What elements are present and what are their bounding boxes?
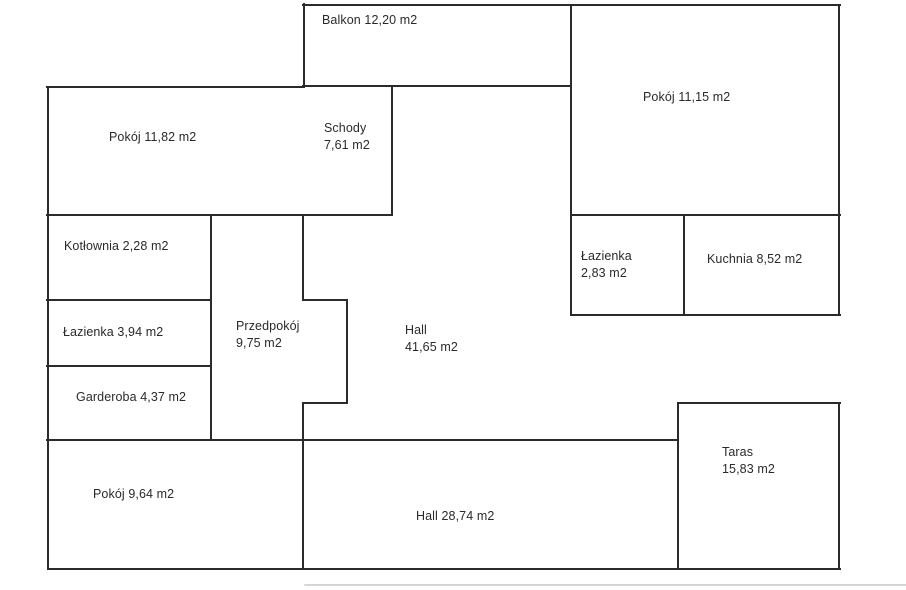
room-area-taras[interactable] bbox=[678, 403, 840, 569]
room-label-line: Balkon 12,20 m2 bbox=[322, 13, 418, 27]
room-area-schody[interactable] bbox=[303, 86, 392, 215]
room-label-pokoj-11-82: Pokój 11,82 m2 bbox=[109, 129, 196, 146]
room-label-lazienka-3-94: Łazienka 3,94 m2 bbox=[63, 324, 163, 341]
wall-group bbox=[46, 3, 841, 570]
room-fill-group bbox=[47, 4, 840, 569]
room-label-line: Łazienka bbox=[581, 249, 632, 263]
room-label-line: Kotłownia 2,28 m2 bbox=[64, 239, 169, 253]
room-label-balkon: Balkon 12,20 m2 bbox=[322, 12, 417, 29]
room-label-garderoba: Garderoba 4,37 m2 bbox=[76, 389, 186, 406]
room-label-hall-41-65: Hall 41,65 m2 bbox=[405, 322, 458, 356]
room-label-pokoj-11-15: Pokój 11,15 m2 bbox=[643, 89, 730, 106]
room-label-kuchnia: Kuchnia 8,52 m2 bbox=[707, 251, 802, 268]
room-label-schody: Schody 7,61 m2 bbox=[324, 120, 370, 154]
room-label-line: Schody bbox=[324, 121, 367, 135]
room-label-kotlownia: Kotłownia 2,28 m2 bbox=[64, 238, 169, 255]
room-label-line: Kuchnia 8,52 m2 bbox=[707, 252, 803, 266]
room-label-line: 15,83 m2 bbox=[722, 462, 775, 476]
room-area-kuchnia[interactable] bbox=[684, 215, 840, 315]
room-label-pokoj-9-64: Pokój 9,64 m2 bbox=[93, 486, 174, 503]
room-area-pokoj-11-15[interactable] bbox=[571, 5, 840, 215]
room-area-garderoba[interactable] bbox=[47, 366, 211, 440]
room-label-line: Hall 28,74 m2 bbox=[416, 509, 495, 523]
room-label-line: Łazienka 3,94 m2 bbox=[63, 325, 164, 339]
room-label-line: Pokój 11,15 m2 bbox=[643, 90, 731, 104]
room-label-line: Pokój 11,82 m2 bbox=[109, 130, 197, 144]
room-area-pokoj-9-64[interactable] bbox=[47, 440, 303, 569]
room-label-line: 9,75 m2 bbox=[236, 336, 282, 350]
room-label-line: Taras bbox=[722, 445, 754, 459]
room-label-line: Garderoba 4,37 m2 bbox=[76, 390, 187, 404]
room-area-pokoj-11-82[interactable] bbox=[47, 87, 303, 215]
room-area-lazienka-3-94[interactable] bbox=[47, 300, 211, 366]
room-label-taras: Taras 15,83 m2 bbox=[722, 444, 775, 478]
room-label-lazienka-2-83: Łazienka 2,83 m2 bbox=[581, 248, 632, 282]
room-label-line: Przedpokój bbox=[236, 319, 300, 333]
room-label-przedpokoj: Przedpokój 9,75 m2 bbox=[236, 318, 300, 352]
room-area-lazienka-2-83[interactable] bbox=[571, 215, 684, 315]
room-label-line: 7,61 m2 bbox=[324, 138, 370, 152]
room-label-line: Pokój 9,64 m2 bbox=[93, 487, 175, 501]
room-area-hall-41-65[interactable] bbox=[347, 215, 571, 440]
room-label-line: 2,83 m2 bbox=[581, 266, 627, 280]
room-area-balkon[interactable] bbox=[303, 4, 571, 86]
room-label-line: 41,65 m2 bbox=[405, 340, 458, 354]
room-area-kotlownia[interactable] bbox=[47, 215, 211, 300]
room-label-line: Hall bbox=[405, 323, 427, 337]
room-area-hall-28-74[interactable] bbox=[303, 440, 678, 569]
room-label-hall-28-74: Hall 28,74 m2 bbox=[416, 508, 494, 525]
